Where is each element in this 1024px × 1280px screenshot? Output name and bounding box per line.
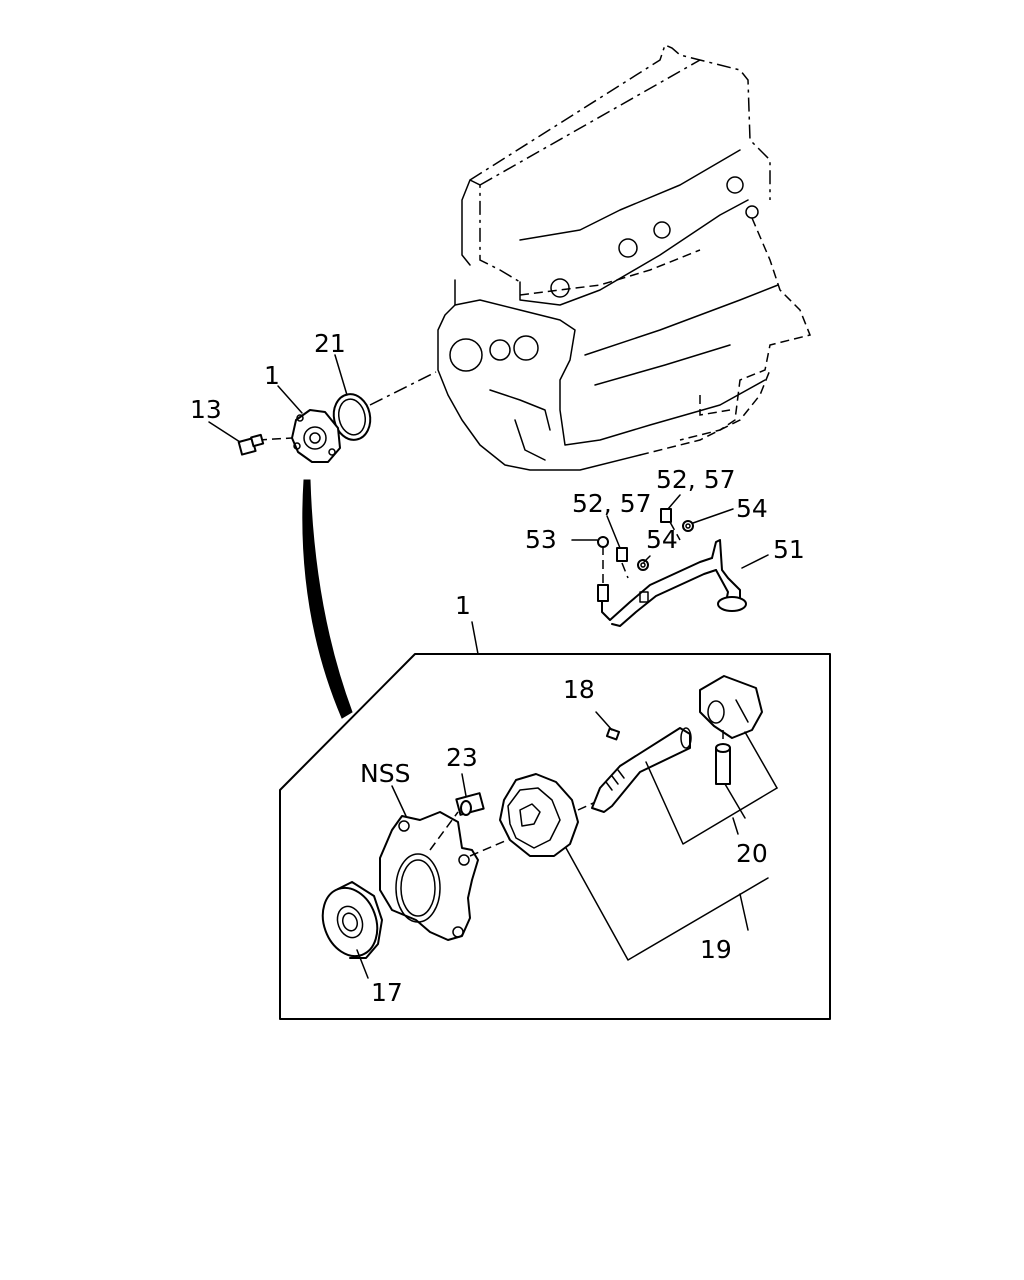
callout-51: 51	[773, 535, 805, 564]
callout-19: 19	[700, 935, 732, 964]
callout-nss: NSS	[360, 759, 410, 788]
oil-seal-17	[321, 881, 383, 959]
callout-20: 20	[736, 839, 768, 868]
callout-1-top: 1	[264, 361, 280, 390]
callout-52-57-right: 52, 57	[656, 465, 736, 494]
pin-20	[715, 730, 731, 785]
callout-13: 13	[190, 395, 222, 424]
drive-gear-20	[699, 675, 763, 739]
callout-52-57-left: 52, 57	[572, 489, 652, 518]
callout-23: 23	[446, 743, 478, 772]
callout-17: 17	[371, 978, 403, 1007]
leader-lines	[208, 354, 778, 979]
detail-arrow	[302, 479, 353, 719]
callout-54-right: 54	[736, 494, 768, 523]
bushing-23	[455, 792, 485, 816]
callout-18: 18	[563, 675, 595, 704]
callout-21: 21	[314, 329, 346, 358]
callout-53: 53	[525, 525, 557, 554]
shaft-20	[591, 727, 692, 813]
detail-frame	[279, 653, 831, 1020]
callout-1-box: 1	[455, 591, 471, 620]
oil-pump-assembly-small	[257, 409, 341, 463]
engine-block	[437, 43, 812, 471]
rotor-19	[499, 773, 601, 857]
pump-housing-nss	[379, 811, 513, 941]
bolt-13	[237, 433, 265, 456]
o-ring-21	[332, 371, 437, 441]
oil-pipe-51	[597, 508, 747, 627]
callout-54-left: 54	[646, 525, 678, 554]
